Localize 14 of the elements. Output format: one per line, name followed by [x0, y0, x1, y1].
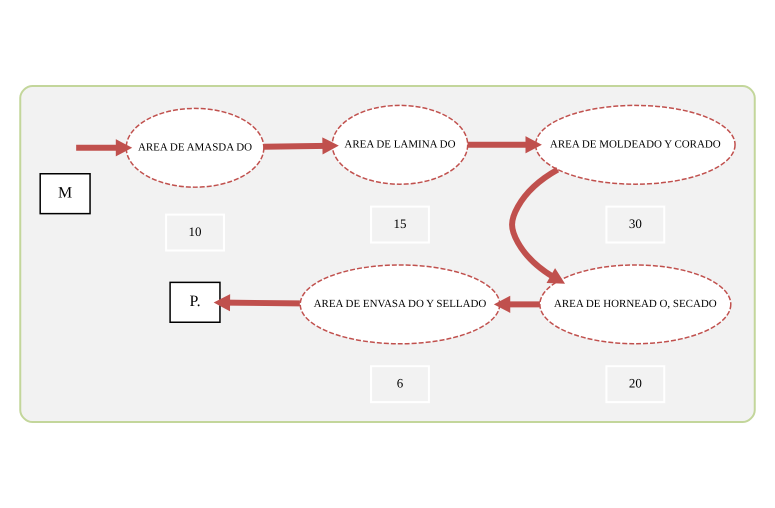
- arrow: [76, 139, 132, 156]
- node-ellipse: AREA DE MOLDEADO Y CORADO: [534, 104, 736, 185]
- arrow: [494, 296, 540, 313]
- node-ellipse: AREA DE LAMINA DO: [332, 104, 468, 185]
- node-box: P.: [169, 282, 221, 324]
- arrow: [509, 167, 566, 284]
- arrow: [264, 137, 339, 155]
- arrow: [468, 136, 542, 154]
- cluster: [19, 84, 756, 424]
- node-ellipse: AREA DE AMASDA DO: [125, 108, 265, 188]
- node-ellipse: AREA DE ENVASA DO Y SELLADO: [299, 264, 500, 344]
- arrow: [214, 294, 300, 312]
- node-ellipse: AREA DE HORNEAD O, SECADO: [539, 264, 732, 344]
- node-box: M: [39, 172, 91, 214]
